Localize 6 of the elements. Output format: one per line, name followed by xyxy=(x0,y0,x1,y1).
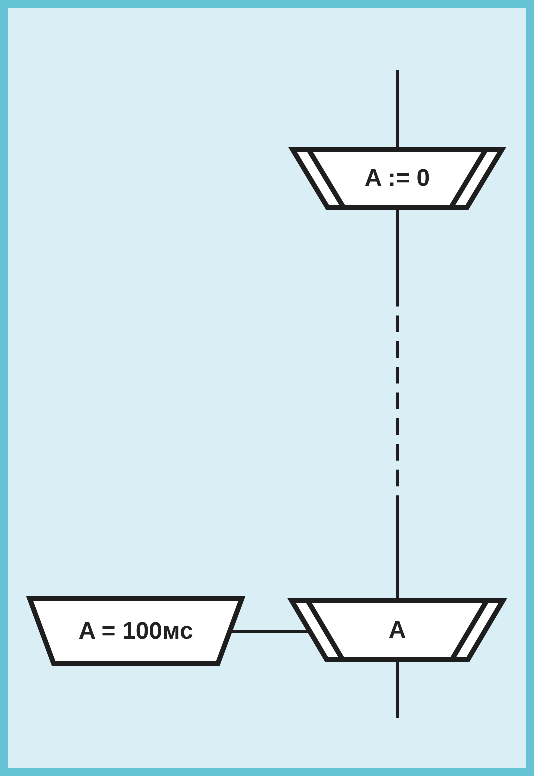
node-label: A := 0 xyxy=(364,165,432,193)
node-label: A = 100мс xyxy=(78,618,194,646)
connector-line xyxy=(396,70,400,148)
node-label: A xyxy=(388,616,408,644)
connector-line xyxy=(396,662,400,718)
connector-line xyxy=(396,210,400,599)
